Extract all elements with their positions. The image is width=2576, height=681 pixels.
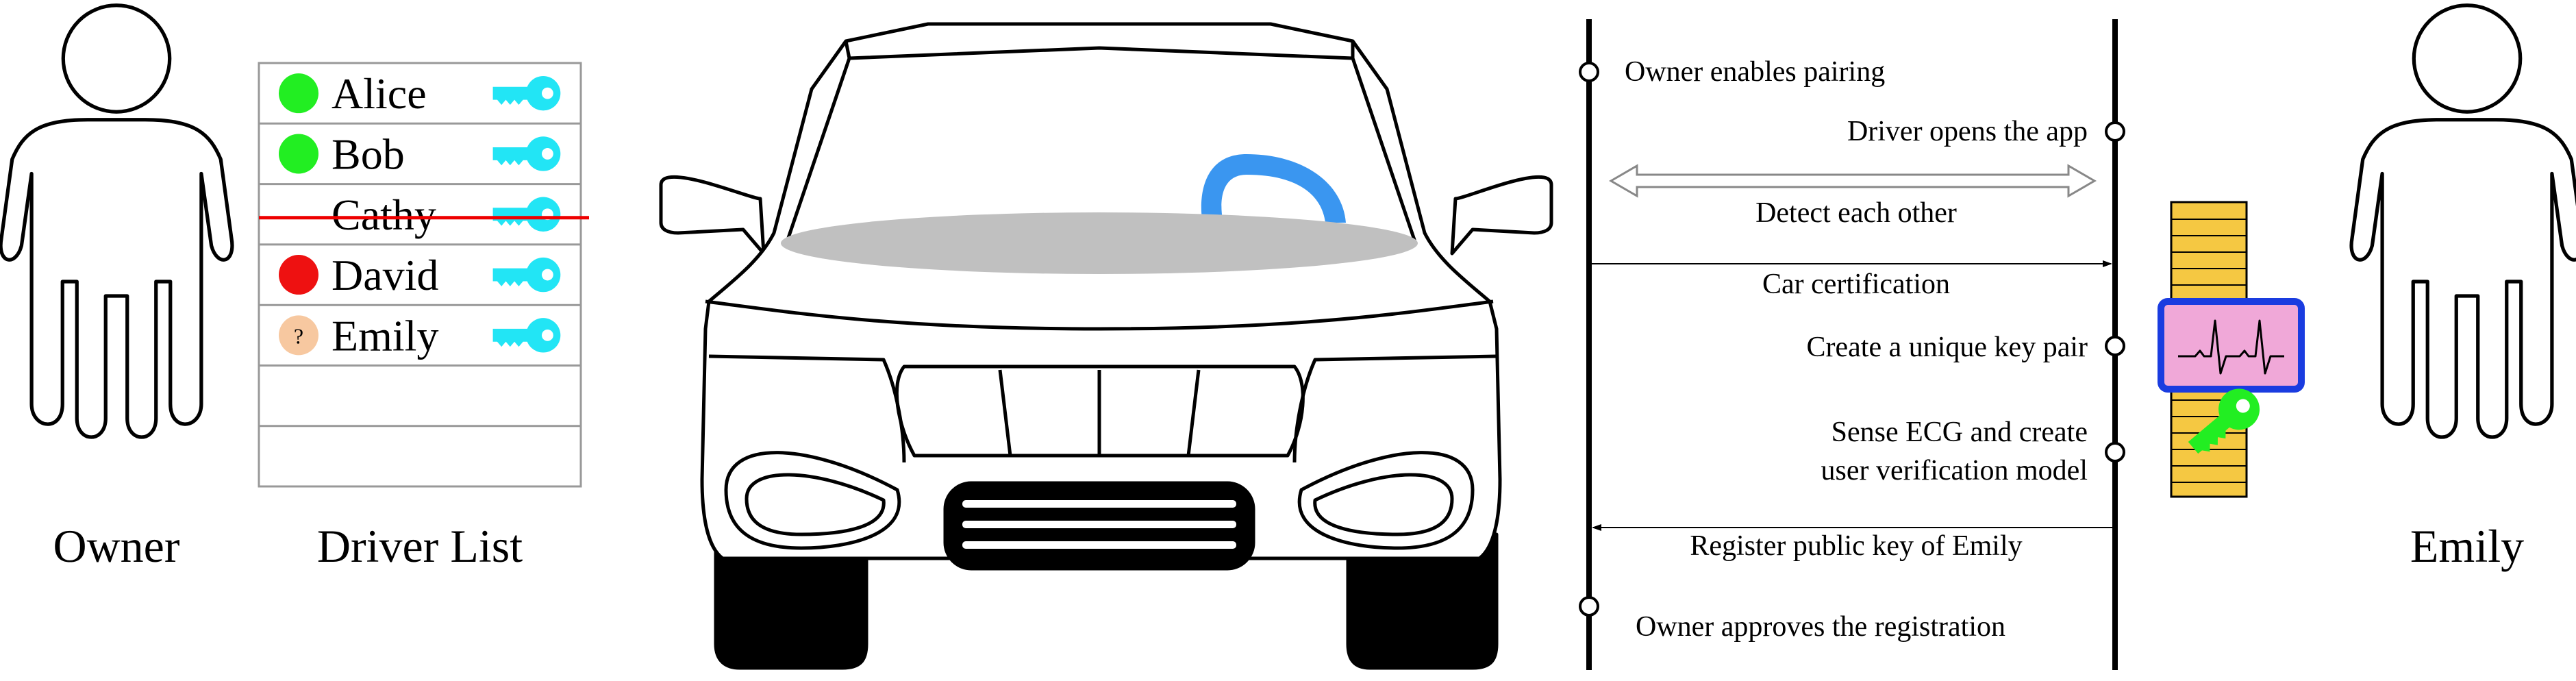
- step-label: Owner enables pairing: [1625, 56, 1885, 88]
- step-label: user verification model: [1821, 455, 2088, 486]
- driver-name: David: [332, 251, 438, 299]
- windshield-glare: [781, 212, 1418, 274]
- driver-row: Cathy: [259, 190, 589, 239]
- owner-person-icon: [1, 5, 232, 437]
- driver-row: Alice: [279, 69, 561, 118]
- wearable-face: [2158, 298, 2305, 393]
- step-label: Owner approves the registration: [1636, 611, 2005, 643]
- car-illustration: [659, 22, 1553, 670]
- step-label: Register public key of Emily: [1690, 530, 2022, 562]
- status-dot-icon: [279, 73, 318, 114]
- protocol-step: Owner enables pairing: [1579, 56, 1885, 88]
- bidirectional-arrow-icon: [1609, 164, 2097, 198]
- car-right-tire: [1346, 532, 1499, 670]
- driver-row: David: [279, 251, 561, 299]
- emily-caption: Emily: [2410, 520, 2524, 572]
- protocol-step: Register public key of Emily: [1592, 524, 2112, 562]
- ecg-waveform-icon: [2178, 319, 2284, 375]
- protocol-step: Car certification: [1592, 260, 2112, 300]
- steering-wheel-icon: [1201, 154, 1346, 223]
- status-dot-icon: [279, 315, 318, 356]
- step-label: Car certification: [1762, 269, 1950, 300]
- step-label: Create a unique key pair: [1807, 332, 2088, 363]
- car-event-marker: [1579, 62, 1599, 82]
- protocol-step: Detect each other: [1609, 164, 2097, 229]
- car-lower-grille: [943, 481, 1255, 571]
- emily-person-icon: [2351, 5, 2576, 437]
- emily-figure: Emily: [2351, 5, 2576, 572]
- car-right-mirror: [1450, 175, 1553, 256]
- car-roof-line: [844, 40, 1355, 59]
- protocol-step: Driver opens the app: [1847, 116, 2125, 147]
- car-event-marker: [1579, 596, 1599, 617]
- step-label: Sense ECG and create: [1831, 417, 2088, 448]
- car-left-mirror: [659, 175, 766, 256]
- driver-name: Bob: [332, 129, 405, 178]
- driver-name: Cathy: [332, 190, 436, 239]
- owner-caption: Owner: [53, 520, 179, 572]
- driver-name: Alice: [332, 69, 427, 118]
- driver-row: Bob: [279, 129, 561, 178]
- protocol-step: Sense ECG and create user verification mo…: [1821, 417, 2125, 486]
- driver-list-caption: Driver List: [317, 520, 523, 572]
- step-label: Detect each other: [1755, 197, 1957, 229]
- owner-figure: Owner: [1, 5, 232, 572]
- driver-row: ? Emily: [279, 311, 561, 360]
- car-left-tire: [714, 532, 868, 670]
- pending-question-icon: ?: [294, 323, 303, 348]
- protocol-step: Create a unique key pair: [1807, 332, 2125, 363]
- car-hood-line: [705, 299, 1494, 331]
- protocol-step: Owner approves the registration: [1579, 596, 2005, 643]
- user-event-marker: [2105, 442, 2125, 462]
- step-label: Driver opens the app: [1847, 116, 2088, 147]
- ecg-wearable-device: [2158, 201, 2305, 498]
- user-event-marker: [2105, 121, 2125, 142]
- status-dot-icon: [279, 255, 318, 295]
- user-event-marker: [2105, 336, 2125, 356]
- driver-name: Emily: [332, 311, 438, 360]
- status-dot-icon: [279, 134, 318, 174]
